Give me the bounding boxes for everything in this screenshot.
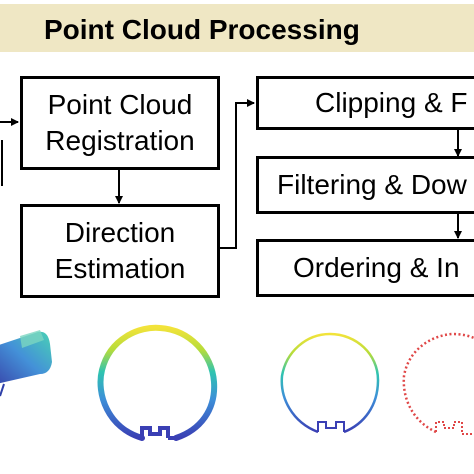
registration-line-1: Point Cloud xyxy=(47,89,193,120)
direction-line-2: Estimation xyxy=(54,253,186,284)
ordering-label: Ordering & In xyxy=(293,252,460,283)
arrow-direction-to-clipping xyxy=(218,99,255,249)
filtering-label: Filtering & Dow xyxy=(277,169,467,200)
title-banner xyxy=(0,4,474,52)
registered-ring-cloud xyxy=(97,324,218,441)
ordering-box: Ordering & In xyxy=(256,239,474,297)
registration-box: Point Cloud Registration xyxy=(20,76,220,170)
ordered-ring-cloud xyxy=(402,332,474,435)
connector-layer xyxy=(0,99,462,249)
registration-line-2: Registration xyxy=(45,125,195,156)
direction-box: Direction Estimation xyxy=(20,204,220,298)
direction-line-1: Direction xyxy=(64,217,176,248)
diagram-title: Point Cloud Processing xyxy=(44,14,360,45)
clipping-label: Clipping & F xyxy=(315,87,468,118)
point-cloud-illustrations xyxy=(0,324,474,441)
filtering-box: Filtering & Dow xyxy=(256,156,474,214)
raw-scan-cloud xyxy=(0,330,52,397)
filtered-ring-cloud xyxy=(280,332,380,434)
clipping-box: Clipping & F xyxy=(256,76,474,130)
